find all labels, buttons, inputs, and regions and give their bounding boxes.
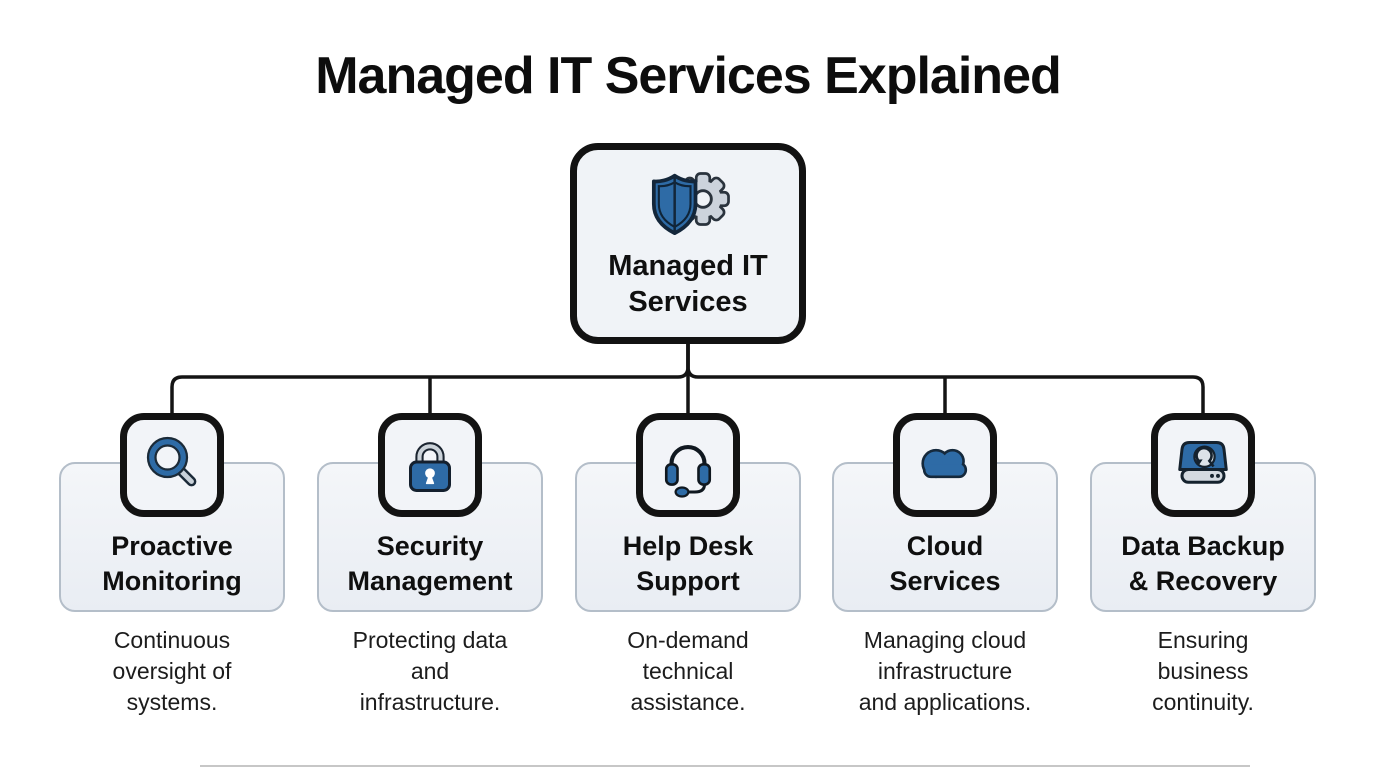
cloud-services-icon-box <box>893 413 997 517</box>
proactive-monitoring-icon-box <box>120 413 224 517</box>
service-node-data-backup-recovery: Data Backup & Recovery Ensuring business… <box>1083 413 1323 725</box>
cloud-icon <box>921 448 968 479</box>
service-description: Protecting data and infrastructure. <box>352 627 508 715</box>
data-backup-recovery-card: Data Backup & Recovery <box>1090 462 1316 612</box>
tree-connector-lines <box>170 343 1205 415</box>
shield-gear-icon <box>651 172 730 236</box>
service-label: Proactive Monitoring <box>102 531 242 596</box>
service-label: Data Backup & Recovery <box>1121 531 1285 596</box>
magnifier-icon <box>146 436 197 487</box>
service-description: Continuous oversight of systems. <box>112 627 232 715</box>
root-node-label: Managed IT Services <box>608 250 768 318</box>
service-description: Ensuring business continuity. <box>1152 627 1254 715</box>
headset-icon <box>664 444 712 498</box>
service-node-cloud-services: Cloud Services Managing cloud infrastruc… <box>825 413 1065 725</box>
data-backup-recovery-icon-box <box>1151 413 1255 517</box>
bottom-edge-line <box>200 765 1250 767</box>
lock-icon <box>409 442 451 492</box>
backup-drive-icon <box>1178 441 1228 484</box>
service-label: Help Desk Support <box>622 531 754 596</box>
root-node-managed-it-services: Managed IT Services <box>570 143 806 344</box>
service-label: Cloud Services <box>889 531 1001 596</box>
security-management-icon-box <box>378 413 482 517</box>
page-title: Managed IT Services Explained <box>315 47 1062 105</box>
service-description: Managing cloud infrastructure and applic… <box>858 627 1032 715</box>
service-description: On-demand technical assistance. <box>627 627 749 715</box>
service-node-proactive-monitoring: Proactive Monitoring Continuous oversigh… <box>52 413 292 725</box>
help-desk-support-icon-box <box>636 413 740 517</box>
service-label: Security Management <box>347 531 513 596</box>
service-node-security-management: Security Management Protecting data and … <box>310 413 550 725</box>
service-node-help-desk-support: Help Desk Support On-demand technical as… <box>568 413 808 725</box>
